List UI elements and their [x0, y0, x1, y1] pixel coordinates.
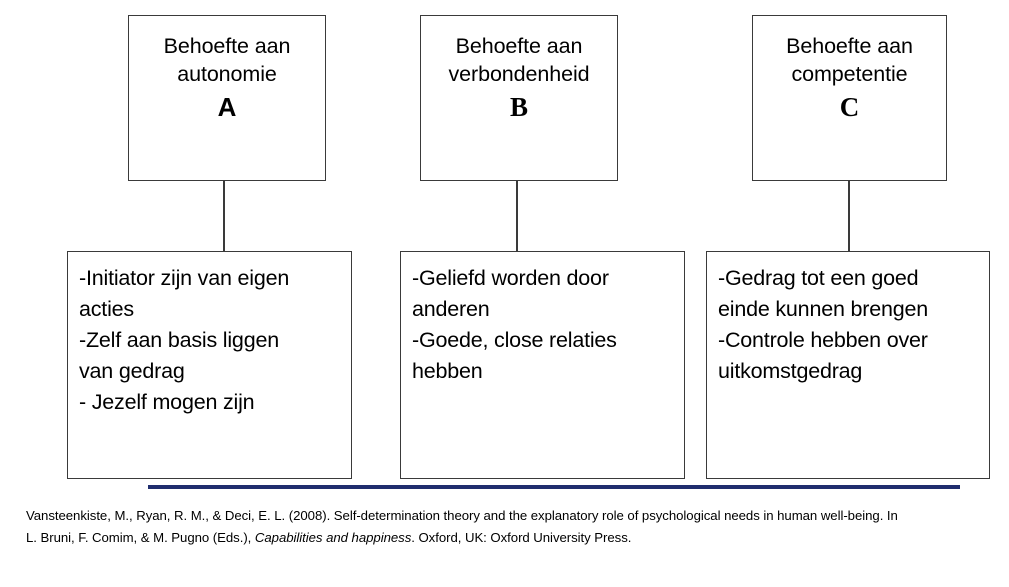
detail-line: -Geliefd worden door — [412, 266, 609, 290]
concept-box-autonomie-letter: A — [217, 92, 237, 122]
detail-line: uitkomstgedrag — [718, 359, 863, 383]
citation-line-2-suffix: . Oxford, UK: Oxford University Press. — [411, 530, 632, 545]
concept-box-competentie-line1: Behoefte aan — [786, 34, 913, 58]
concept-box-verbondenheid-line2: verbondenheid — [448, 62, 590, 86]
detail-box-verbondenheid: -Geliefd worden door anderen -Goede, clo… — [400, 251, 685, 479]
connector-line-autonomie — [223, 181, 225, 252]
detail-line: -Zelf aan basis liggen — [79, 328, 279, 352]
detail-box-autonomie: -Initiator zijn van eigen acties -Zelf a… — [67, 251, 352, 479]
concept-box-autonomie-line2: autonomie — [177, 62, 277, 86]
detail-line: anderen — [412, 297, 490, 321]
citation-line-2-prefix: L. Bruni, F. Comim, & M. Pugno (Eds.), — [26, 530, 255, 545]
connector-line-verbondenheid — [516, 181, 518, 252]
detail-box-competentie: -Gedrag tot een goed einde kunnen brenge… — [706, 251, 990, 479]
concept-box-autonomie-line1: Behoefte aan — [163, 34, 291, 58]
detail-line: -Initiator zijn van eigen — [79, 266, 290, 290]
concept-box-verbondenheid-letter: B — [509, 92, 528, 122]
citation-line-2: L. Bruni, F. Comim, & M. Pugno (Eds.), C… — [26, 527, 996, 549]
detail-line: -Goede, close relaties — [412, 328, 617, 352]
concept-box-competentie: Behoefte aan competentie C — [752, 15, 947, 181]
detail-line: - Jezelf mogen zijn — [79, 390, 255, 414]
detail-line: hebben — [412, 359, 483, 383]
citation-block: Vansteenkiste, M., Ryan, R. M., & Deci, … — [26, 505, 996, 549]
citation-book-title: Capabilities and happiness — [254, 530, 412, 545]
concept-box-verbondenheid: Behoefte aan verbondenheid B — [420, 15, 618, 181]
concept-box-competentie-line2: competentie — [791, 62, 908, 86]
detail-line: einde kunnen brengen — [718, 297, 928, 321]
detail-line: -Gedrag tot een goed — [718, 266, 919, 290]
detail-line: van gedrag — [79, 359, 185, 383]
connector-line-competentie — [848, 181, 850, 252]
concept-box-autonomie: Behoefte aan autonomie A — [128, 15, 326, 181]
citation-line-1: Vansteenkiste, M., Ryan, R. M., & Deci, … — [26, 508, 898, 523]
concept-box-competentie-letter: C — [839, 92, 860, 122]
detail-line: acties — [79, 297, 134, 321]
detail-line: -Controle hebben over — [718, 328, 928, 352]
concept-box-verbondenheid-line1: Behoefte aan — [455, 34, 583, 58]
blue-divider-rule — [148, 485, 960, 489]
